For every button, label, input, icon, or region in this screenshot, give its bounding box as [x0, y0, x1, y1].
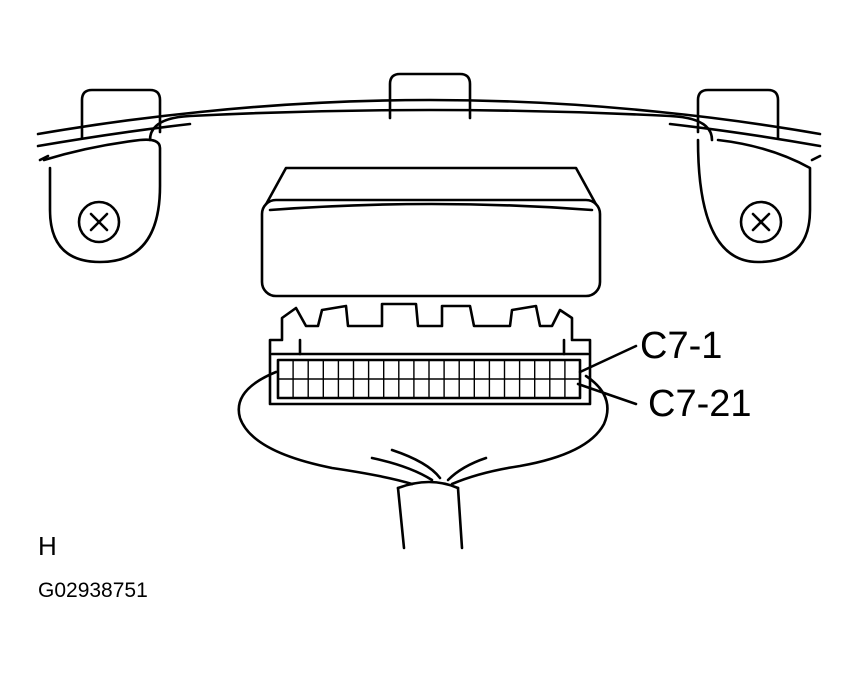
figure-code: G02938751 — [38, 579, 148, 602]
right-screw — [739, 200, 783, 244]
leader-pin-bottom — [576, 382, 638, 406]
label-pin-top: C7-1 — [640, 325, 722, 367]
leader-pin-top — [578, 344, 638, 374]
pin-grid — [278, 360, 580, 398]
wire-bundle — [237, 370, 609, 550]
left-screw — [77, 200, 121, 244]
section-letter: H — [38, 531, 57, 561]
receptacle-block — [260, 166, 602, 298]
mounting-bracket — [36, 72, 822, 264]
wire-harness-connector — [268, 302, 592, 406]
label-pin-bottom: C7-21 — [648, 383, 752, 425]
